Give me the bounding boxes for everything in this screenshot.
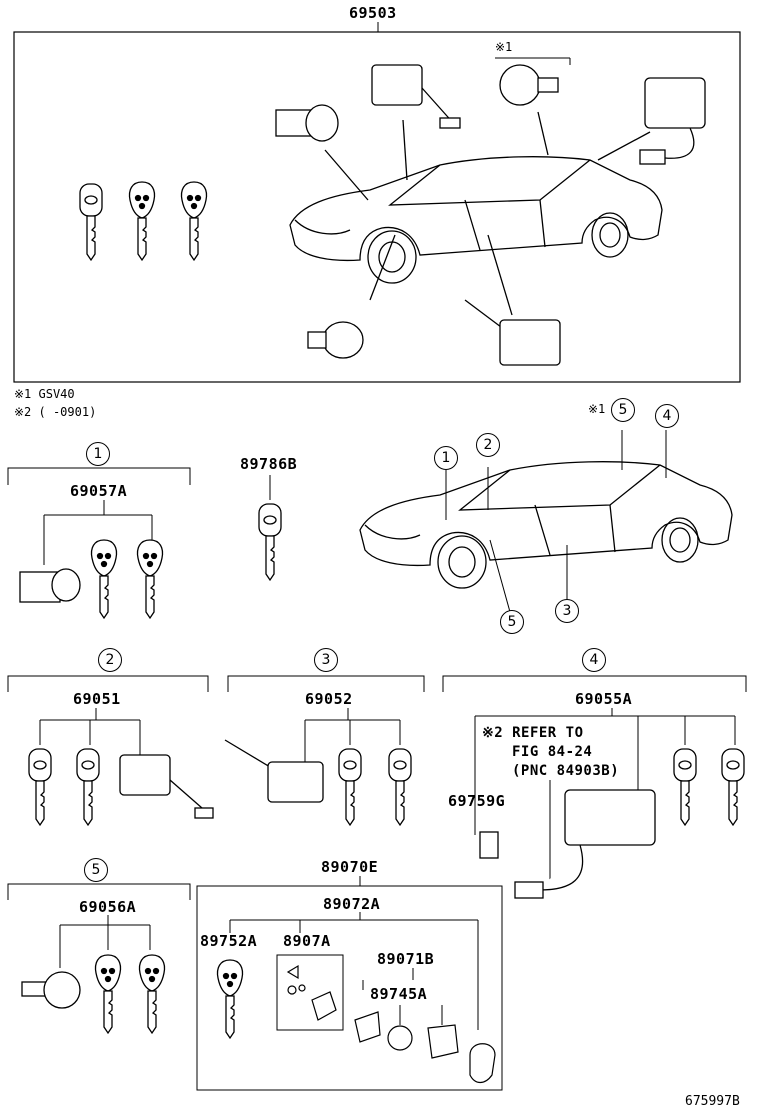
top-cylinder-door-front (307, 321, 364, 359)
section2-ref: 2 (98, 648, 122, 672)
section4-sub-part: 69759G (448, 792, 506, 810)
top-assembly-frame (13, 31, 741, 383)
top-cylinder-left (275, 104, 339, 142)
top-trunk-module (639, 77, 706, 165)
top-pointer-arrows (324, 111, 651, 316)
section6-sub-part: 89072A (323, 895, 381, 913)
ref-circle-5-car-bottom: 5 (500, 610, 524, 634)
note-0901: ※2 ( -0901) (14, 405, 97, 419)
section6-part-a: 89752A (200, 932, 258, 950)
top-cylinder-trunk (499, 64, 559, 106)
section3-part: 69052 (305, 690, 353, 708)
section4-note-line1: ※2 REFER TO (482, 725, 584, 741)
section3-ref: 3 (314, 648, 338, 672)
ref-circle-4-car: 4 (655, 404, 679, 428)
section4-note-line3: (PNC 84903B) (512, 763, 620, 779)
section1-part: 69057A (70, 482, 128, 500)
section1b-part: 89786B (240, 455, 298, 473)
footer-code: 675997B (685, 1094, 740, 1109)
note-gsv40: ※1 GSV40 (14, 387, 75, 401)
ref-circle-5-car-top: 5 (611, 398, 635, 422)
section5-ref: 5 (84, 858, 108, 882)
callout-star1: ※1 (495, 40, 513, 54)
section4-note-line2: FIG 84-24 (512, 744, 593, 760)
top-cylinder-ignition (371, 64, 461, 129)
section6-part-b: 8907A (283, 932, 331, 950)
section4-part: 69055A (575, 690, 633, 708)
section2-part: 69051 (73, 690, 121, 708)
section6-part-c: 89071B (377, 950, 435, 968)
top-cylinder-door-rear (464, 299, 561, 366)
section1-ref: 1 (86, 442, 110, 466)
ref-star1-mark: ※1 (588, 402, 606, 416)
section5-part: 69056A (79, 898, 137, 916)
section6-part-d: 89745A (370, 985, 428, 1003)
section4-ref: 4 (582, 648, 606, 672)
ref-circle-2-car: 2 (476, 433, 500, 457)
top-part-number: 69503 (349, 4, 397, 22)
ref-circle-3-car: 3 (555, 599, 579, 623)
ref-circle-1-car: 1 (434, 446, 458, 470)
section6-part: 89070E (321, 858, 379, 876)
